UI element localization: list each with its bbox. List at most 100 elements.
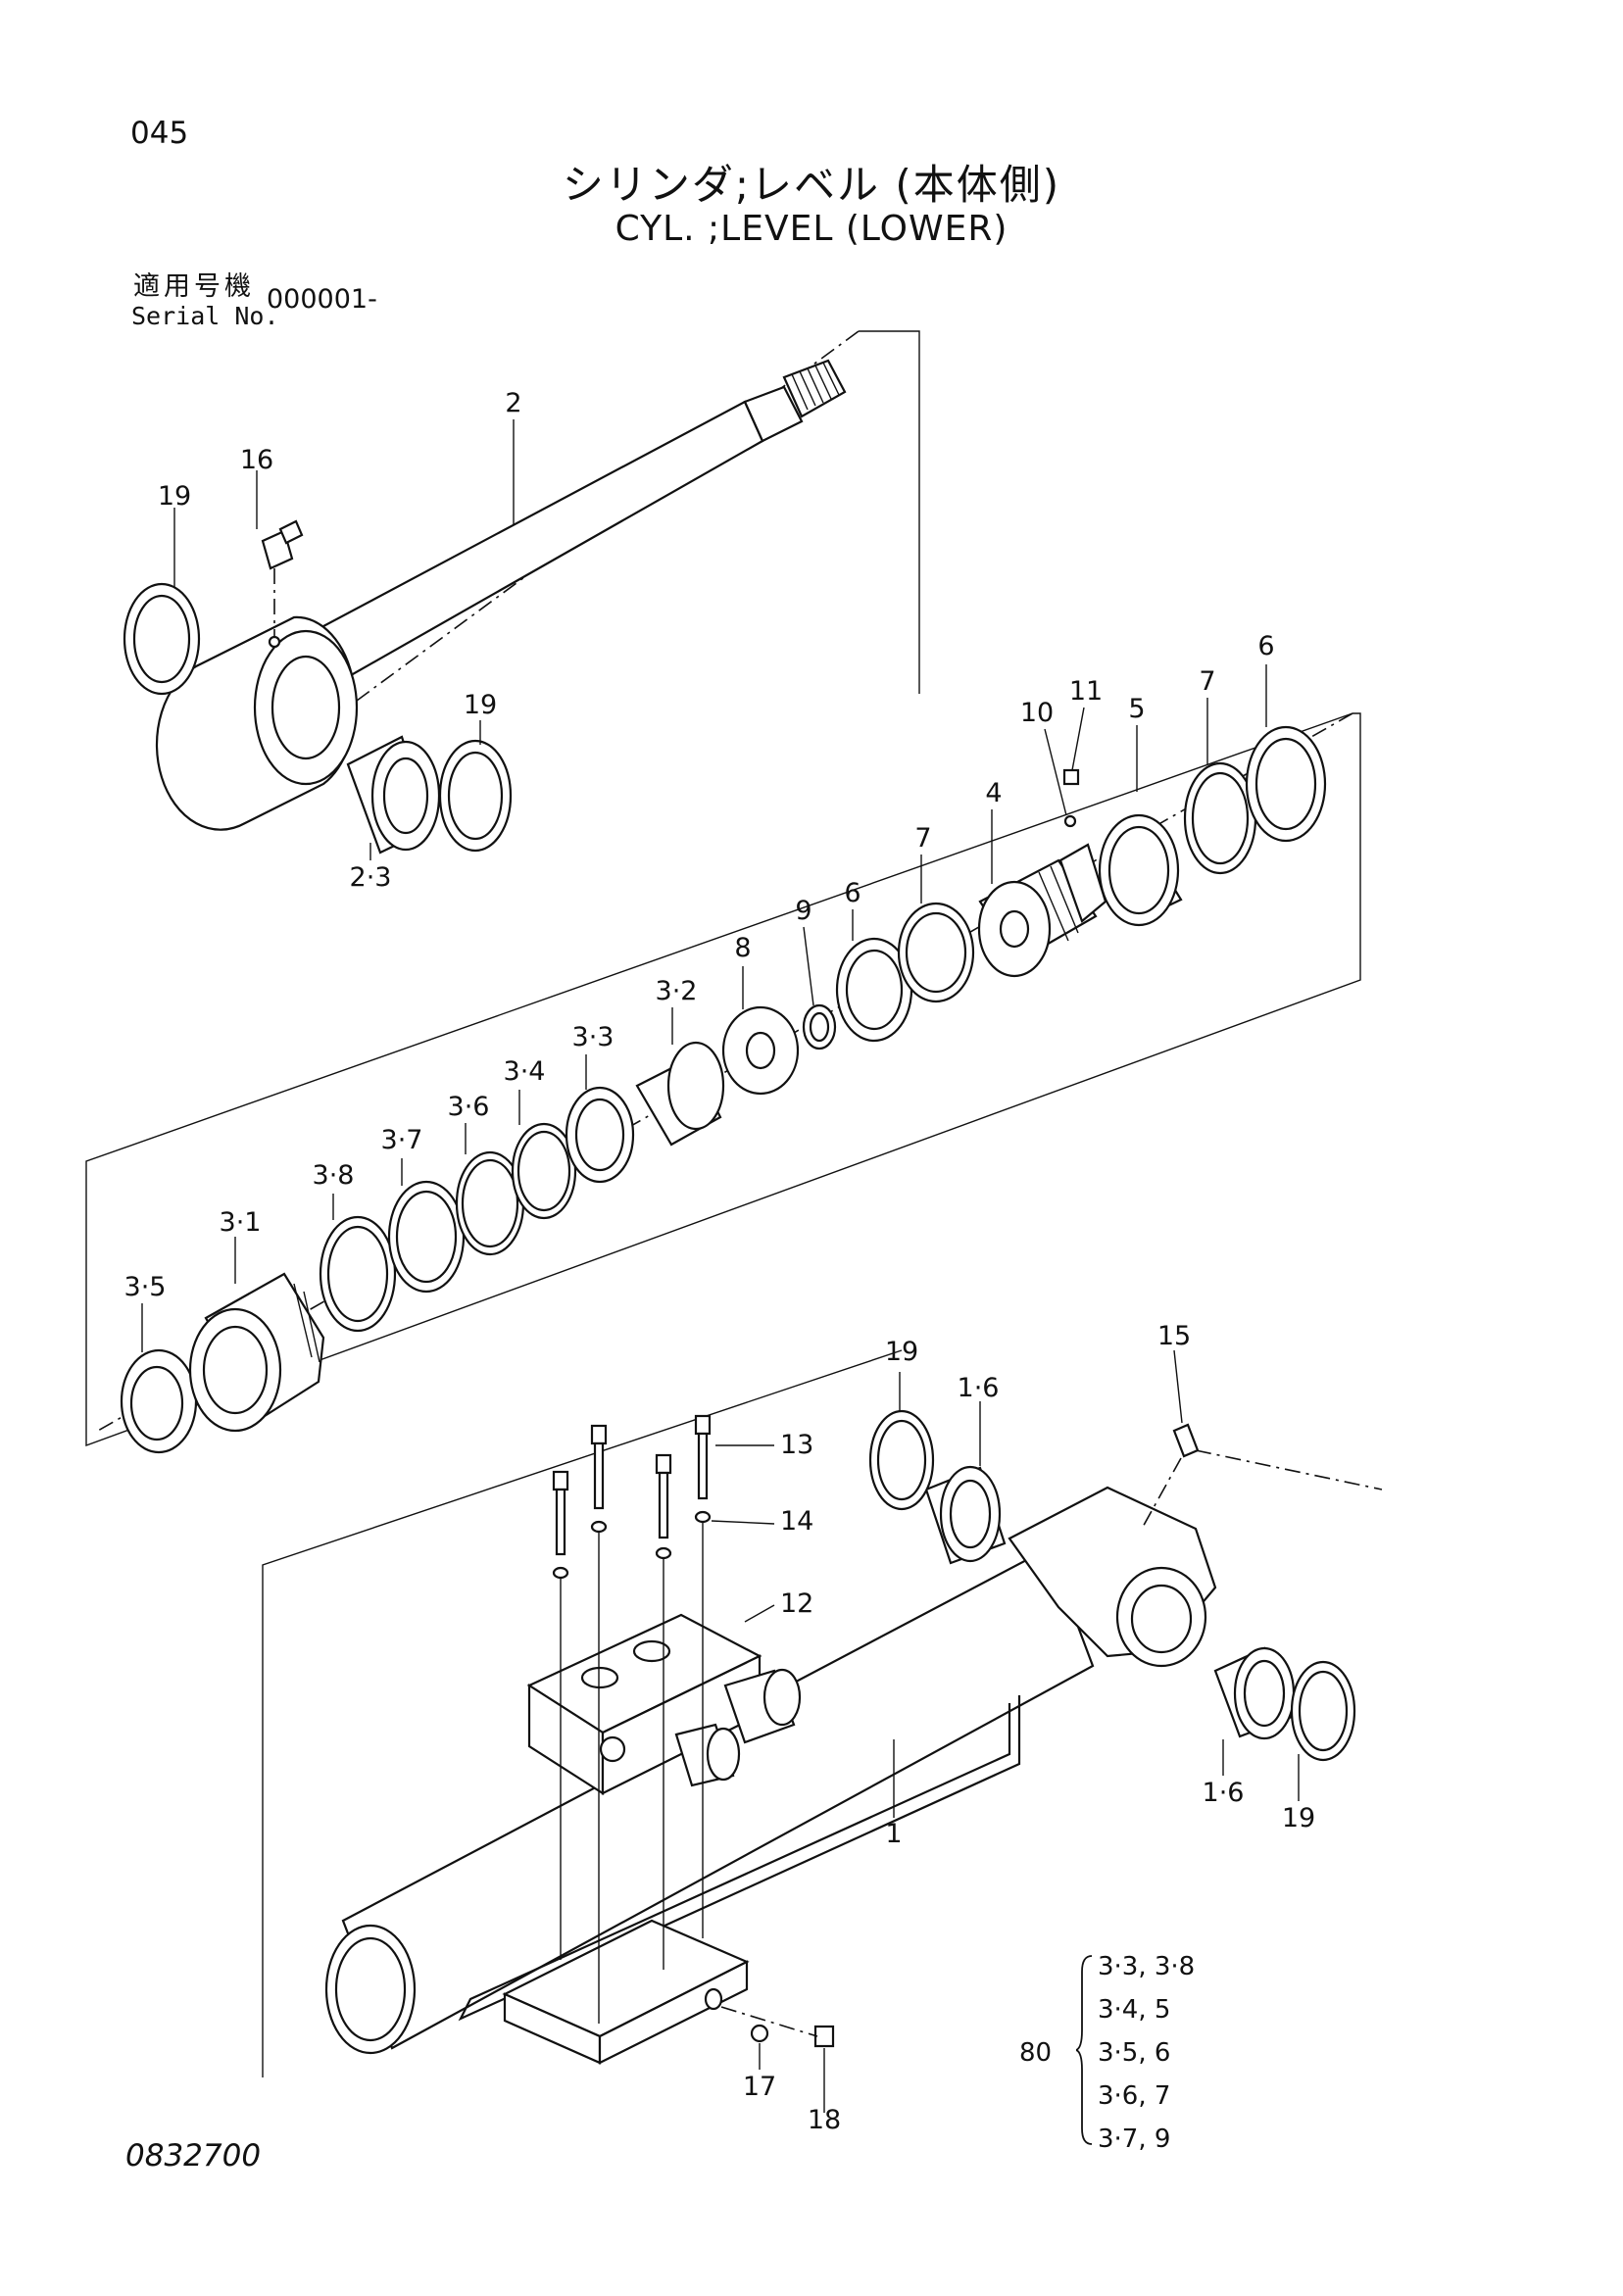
callout-3-5: 3·5 [124, 1272, 167, 1302]
seal-kit-row: 3·5, 6 [1098, 2038, 1171, 2068]
callout-3-1: 3·1 [220, 1207, 262, 1238]
rod-eye-bore [270, 655, 341, 760]
callout-19: 19 [464, 690, 497, 720]
plug-18 [813, 2025, 835, 2048]
rod-grease-hole [268, 635, 281, 649]
grease-fitting-15 [1141, 1423, 1200, 1530]
bushing-1-6-right [1213, 1646, 1296, 1740]
callout-19: 19 [158, 481, 191, 512]
tube-bore [334, 1936, 407, 2042]
cylinder-tube-group: 19 1·6 15 13 14 12 1 1·6 19 17 18 [262, 1321, 1383, 2135]
set-screw-11 [1062, 768, 1080, 786]
callout-7: 7 [914, 823, 931, 854]
callout-16: 16 [240, 445, 273, 475]
page-title-japanese: シリンダ;レベル (本体側) [562, 161, 1061, 209]
backup-ring-3-6 [455, 1150, 525, 1256]
wear-ring-7-b [1183, 761, 1257, 875]
socket-bolts-13 [552, 1414, 712, 1580]
rod-seal-3-3 [565, 1086, 635, 1184]
tube-leader-lines [711, 1349, 1300, 2113]
callout-13: 13 [780, 1430, 813, 1460]
gland-piston-group: 3·5 3·1 3·8 3·7 3·6 3·4 3·3 3·2 8 9 6 7 … [85, 631, 1361, 1454]
o-ring-3-7 [387, 1180, 466, 1294]
callout-18: 18 [808, 2105, 841, 2135]
steel-ball-17 [750, 2024, 769, 2043]
grease-fitting-16 [261, 519, 304, 637]
gland-group-frame [85, 712, 1361, 1447]
socket-bolt [694, 1414, 712, 1524]
piston-rod-neck [743, 385, 804, 443]
piston-rod-group: 2 16 19 19 2·3 [123, 330, 920, 893]
dust-seal-19-tube-left [868, 1409, 935, 1511]
callout-3-2: 3·2 [656, 976, 698, 1006]
callout-3-8: 3·8 [313, 1160, 355, 1191]
socket-bolt [552, 1470, 569, 1580]
seal-kit-row: 3·6, 7 [1098, 2081, 1171, 2111]
callout-4: 4 [985, 778, 1002, 808]
dust-seal-19-right [438, 739, 513, 853]
backup-ring-3-8 [319, 1215, 397, 1333]
callout-6: 6 [1257, 631, 1274, 661]
tube-axis-line [1195, 1449, 1383, 1490]
callout-6: 6 [844, 878, 861, 908]
bolt-install-lines [560, 1522, 704, 2024]
callout-3-6: 3·6 [448, 1092, 490, 1122]
cylinder-head-3-1 [188, 1272, 325, 1433]
manifold-plate [502, 1919, 750, 2065]
callout-1-6: 1·6 [1203, 1778, 1245, 1808]
valve-fitting-lower [674, 1723, 741, 1787]
o-ring-9 [802, 1003, 837, 1050]
callout-7: 7 [1199, 666, 1215, 697]
bushing-2-3 [346, 735, 441, 855]
callout-17: 17 [743, 2072, 776, 2102]
callout-1-6: 1·6 [958, 1373, 1000, 1403]
page-number: 045 [130, 116, 189, 151]
wear-ring-7 [897, 902, 975, 1003]
callout-3-4: 3·4 [504, 1056, 546, 1087]
rod-leader-lines [173, 419, 515, 860]
callout-8: 8 [734, 933, 751, 963]
plug-axis-line [720, 2006, 818, 2037]
gland-axis-line [97, 712, 1353, 1432]
callout-5: 5 [1128, 694, 1145, 724]
callout-10: 10 [1020, 698, 1054, 728]
piston-4 [977, 843, 1107, 978]
socket-bolt [590, 1424, 608, 1534]
valve-fitting-upper [723, 1668, 802, 1744]
piston-rod-thread-lines [791, 362, 840, 411]
page-title-english: CYL. ;LEVEL (LOWER) [615, 209, 1008, 249]
dust-seal-19-left [123, 582, 201, 696]
serial-label-japanese: 適用号機 [133, 271, 255, 302]
tube-group-frame [262, 1349, 903, 2077]
socket-bolt [655, 1453, 672, 1560]
bushing-3-2 [635, 1041, 725, 1147]
bushing-1-6-left [924, 1465, 1007, 1565]
tube-eye-bore [1130, 1584, 1193, 1654]
serial-number-range: 000001- [267, 284, 377, 315]
buffer-ring-3-4 [511, 1122, 577, 1220]
seal-kit-row: 3·3, 3·8 [1098, 1952, 1196, 1981]
dust-seal-3-5 [120, 1348, 198, 1454]
seal-kit-row: 3·4, 5 [1098, 1995, 1171, 2025]
callout-2: 2 [505, 388, 521, 418]
rod-axis-line [322, 330, 860, 726]
piston-seal-6 [835, 937, 913, 1043]
serial-label-english: Serial No. [131, 302, 279, 330]
callout-15: 15 [1157, 1321, 1191, 1351]
steel-ball-10 [1063, 814, 1077, 828]
callout-3-7: 3·7 [381, 1125, 423, 1155]
dust-seal-19-tube-right [1290, 1660, 1356, 1762]
drawing-number: 0832700 [125, 2138, 262, 2174]
cushion-ring-8 [721, 1005, 800, 1096]
callout-9: 9 [795, 896, 812, 926]
callout-11: 11 [1069, 676, 1103, 707]
callout-19: 19 [1282, 1803, 1315, 1833]
seal-kit-row: 3·7, 9 [1098, 2125, 1171, 2154]
callout-12: 12 [780, 1588, 813, 1619]
callout-19: 19 [885, 1337, 918, 1367]
callout-1: 1 [885, 1819, 902, 1849]
wear-ring-5 [1098, 813, 1183, 927]
piston-rod-shaft [292, 400, 764, 693]
